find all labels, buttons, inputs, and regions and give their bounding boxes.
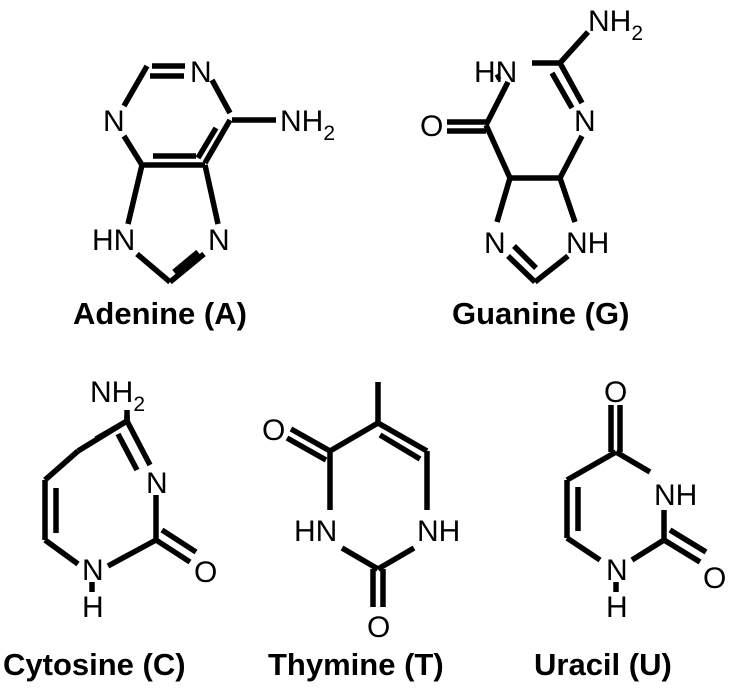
guanine-n9-label: NH: [566, 227, 609, 260]
uracil-caption: Uracil (U): [534, 647, 672, 682]
cytosine-n1-label: N: [82, 554, 104, 587]
adenine-structure: N N N HN NH2 Adenine (A): [73, 56, 335, 331]
bond-c2-n1: [106, 537, 158, 569]
thymine-n3-label: HN: [294, 515, 337, 548]
adenine-n3-label: N: [103, 105, 125, 138]
bond-c8-n7-inner: [172, 249, 200, 275]
bond-n7-c8-inner: [512, 244, 538, 270]
bond-n3-c2: [340, 545, 380, 572]
bond-c2-o2: [662, 537, 702, 565]
uracil-o4-label: O: [604, 376, 627, 409]
bond-c4-o4-2: [285, 435, 328, 463]
adenine-n1-label: N: [190, 56, 212, 89]
guanine-caption: Guanine (G): [452, 296, 629, 331]
bond-n3-c4: [121, 134, 145, 167]
bond-c4-n3: [124, 419, 153, 467]
bond-c2-oxo: [154, 537, 192, 565]
bond-c6-c5: [483, 123, 513, 180]
adenine-caption: Adenine (A): [73, 296, 247, 331]
guanine-n3-label: N: [574, 105, 596, 138]
bond-c8-n7: [168, 251, 206, 285]
guanine-oxo-label: O: [420, 110, 443, 143]
bond-n1-c6: [209, 78, 233, 115]
bond-c5-n7: [202, 164, 221, 225]
bond-c2-n1: [630, 537, 666, 563]
bond-c4-n3: [614, 449, 652, 475]
thymine-caption: Thymine (T): [268, 647, 444, 682]
bond-c4-c5: [565, 449, 618, 483]
bond-c6-n1: [43, 537, 80, 567]
bond-c6-n1: [565, 535, 602, 563]
bond-c2-amino: [557, 30, 591, 65]
bond-n9-c8: [135, 251, 172, 285]
uracil-structure: O NH N H O Uracil (U): [534, 376, 726, 682]
uracil-n3-label: NH: [654, 479, 697, 512]
bond-c2-n3: [121, 64, 150, 108]
bond-c5-n7: [494, 177, 513, 223]
bond-n7-c8: [506, 254, 537, 284]
cytosine-oxo-label: O: [194, 556, 217, 589]
cytosine-n1-h-label: H: [82, 591, 104, 624]
bond-c5-c6: [43, 448, 80, 483]
bond-c8-n9: [533, 253, 570, 285]
uracil-n1-h-label: H: [606, 591, 628, 624]
bond-c4-c5: [76, 418, 129, 454]
guanine-n1-label: HN: [474, 56, 517, 89]
bond-c5-c6-inner: [378, 432, 422, 462]
bond-c2-o2-2: [668, 527, 708, 555]
bond-c4-n9: [557, 177, 578, 223]
adenine-n7-label: N: [208, 224, 230, 257]
cytosine-caption: Cytosine (C): [3, 647, 186, 682]
cytosine-amino-label: NH2: [90, 376, 145, 416]
uracil-n1-label: N: [606, 554, 628, 587]
bond-c2-n3: [557, 61, 585, 105]
bond-c2-oxo-2: [160, 527, 198, 555]
bond-c6-c5-inner: [195, 126, 219, 160]
bond-n1-c6: [483, 80, 511, 127]
uracil-o2-label: O: [703, 562, 726, 595]
thymine-structure: O HN NH O Thymine (T): [262, 382, 460, 682]
bond-c2-n1: [376, 545, 416, 572]
thymine-o2-label: O: [367, 611, 390, 644]
bond-c2-n3-inner: [549, 71, 575, 110]
bond-c5-c6: [376, 420, 429, 454]
bond-c6-c5: [202, 118, 233, 165]
cytosine-structure: NH2 N N H O Cytosine (C): [3, 376, 217, 682]
thymine-o4-label: O: [262, 414, 285, 447]
cytosine-n3-label: N: [146, 467, 168, 500]
bond-c4-o4: [289, 426, 332, 454]
adenine-n9-label: HN: [92, 224, 135, 257]
thymine-n1-label: NH: [417, 515, 460, 548]
adenine-amino-label: NH2: [280, 105, 335, 145]
bond-c5-c4: [328, 420, 380, 454]
guanine-n7-label: N: [484, 227, 506, 260]
bond-n3-c4: [557, 134, 585, 180]
bond-c4-n9: [125, 164, 145, 225]
guanine-amino-label: NH2: [588, 5, 643, 45]
bond-stub: [494, 73, 502, 81]
guanine-structure: HN N N NH O NH2 Guanine (G): [420, 5, 643, 331]
bond-c4-n3-inner: [115, 432, 140, 472]
